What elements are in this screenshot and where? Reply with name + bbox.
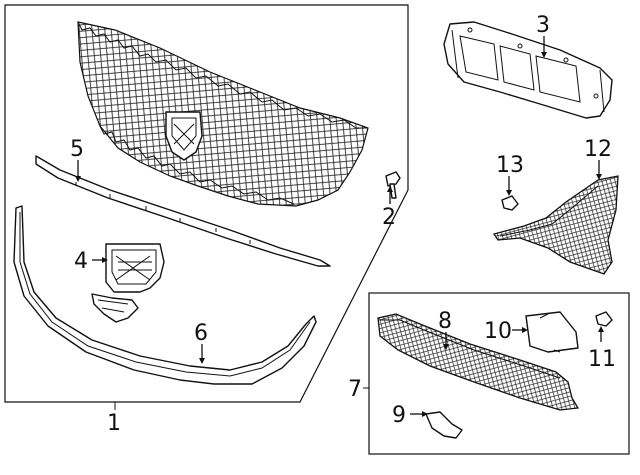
part-8-lower-grille: [377, 313, 580, 411]
part-2-clip: [385, 171, 401, 199]
callout-7: 7: [348, 377, 362, 402]
callout-10: 10: [484, 319, 512, 344]
callout-3: 3: [536, 13, 550, 38]
part-3-rear-bracket: [443, 21, 613, 119]
callout-13: 13: [496, 153, 524, 178]
assembly-1-frame: [4, 4, 409, 410]
part-4-emblem: [105, 243, 165, 293]
callout-8: 8: [438, 309, 452, 334]
callout-6: 6: [194, 321, 208, 346]
part-6-lower-surround: [13, 205, 317, 385]
callout-5: 5: [70, 137, 84, 162]
part-9-bracket: [425, 411, 463, 439]
part-10-cover: [525, 311, 579, 353]
callout-4: 4: [74, 249, 88, 274]
callout-1: 1: [107, 411, 121, 436]
callout-9: 9: [392, 403, 406, 428]
part-13-retainer: [501, 195, 519, 211]
part-11-fastener: [595, 311, 613, 327]
callout-labels: 1 2 3 4 5 6 7 8 9 10 11 12 13: [70, 13, 616, 436]
leader-lines: [75, 36, 604, 417]
assembly-7-frame: [363, 292, 630, 455]
main-grille: [77, 21, 369, 207]
callout-12: 12: [584, 137, 612, 162]
callout-11: 11: [588, 347, 616, 372]
callout-2: 2: [382, 205, 396, 230]
emblem-bracket: [91, 293, 139, 323]
part-12-side-bezel: [492, 175, 619, 275]
part-5-upper-molding: [35, 155, 331, 267]
